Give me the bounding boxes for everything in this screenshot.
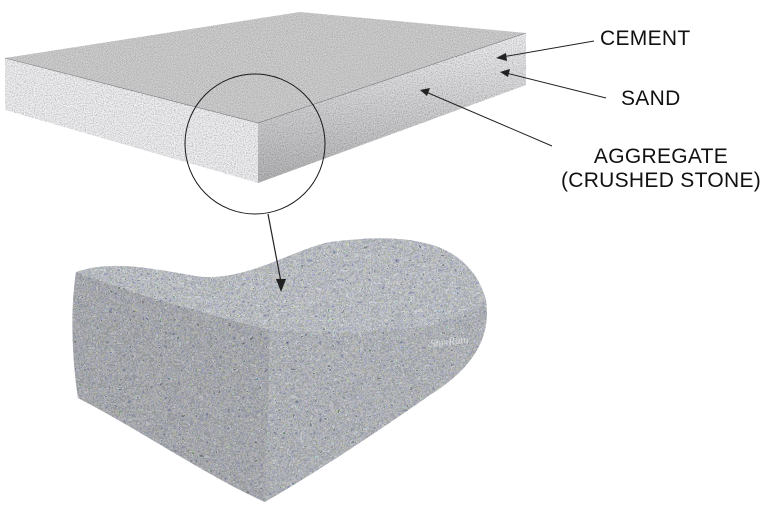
aggregate-label: AGGREGATE (CRUSHED STONE) bbox=[552, 145, 770, 193]
sand-label: SAND bbox=[621, 87, 681, 111]
aggregate-label-line1: AGGREGATE bbox=[552, 145, 770, 169]
aggregate-label-line2: (CRUSHED STONE) bbox=[552, 169, 770, 193]
cement-label: CEMENT bbox=[600, 27, 690, 51]
aggregate-leader bbox=[426, 92, 552, 146]
concrete-slab bbox=[5, 12, 526, 183]
